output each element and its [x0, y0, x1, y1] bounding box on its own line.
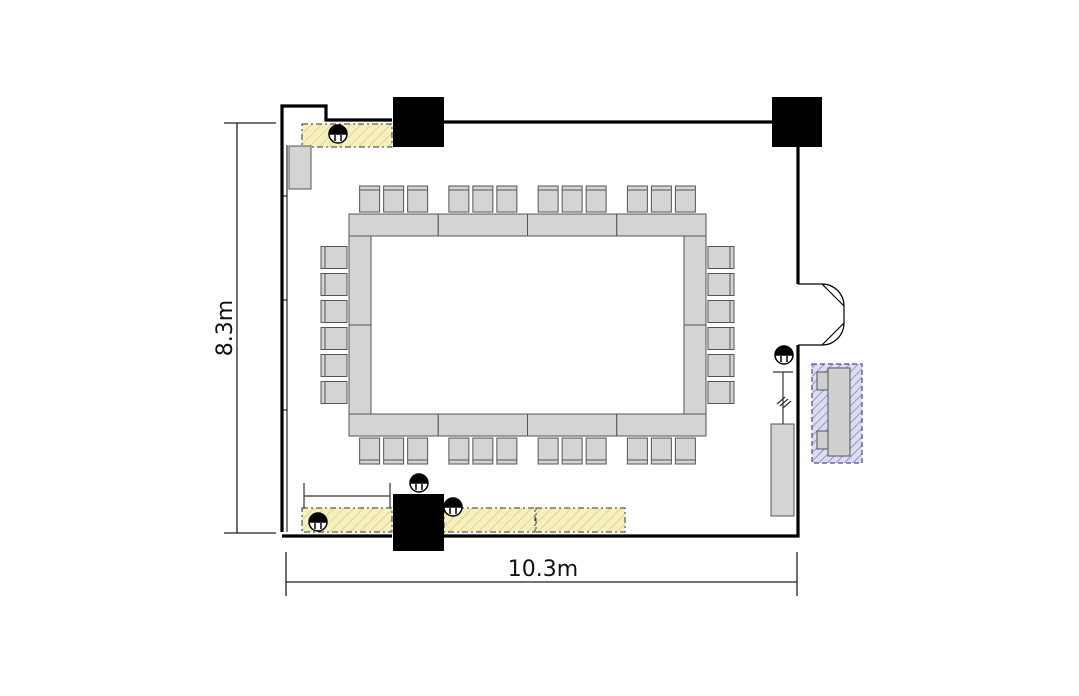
table-top — [527, 213, 618, 237]
power-outlet-icon — [308, 512, 328, 532]
chair — [707, 273, 735, 296]
table-bottom — [437, 413, 528, 437]
power-outlet-icon — [774, 345, 794, 365]
height-dimension-label: 8.3m — [213, 300, 238, 356]
chair — [626, 437, 648, 465]
chair — [359, 437, 381, 465]
window-left — [282, 145, 288, 532]
chair — [707, 354, 735, 377]
chair — [472, 185, 494, 213]
width-dimension-label: 10.3m — [508, 557, 578, 582]
table-left — [348, 324, 372, 415]
service-counter — [827, 367, 851, 457]
height-dimension — [224, 122, 276, 534]
power-outlet-icon — [443, 497, 463, 517]
seating-layout — [320, 185, 735, 465]
table-bottom — [348, 413, 439, 437]
chair — [448, 185, 470, 213]
table-top — [616, 213, 707, 237]
chair — [626, 185, 648, 213]
column-top-left — [393, 97, 444, 147]
utility-area-bottom-right — [535, 507, 626, 533]
chair — [320, 300, 348, 323]
chair — [674, 185, 696, 213]
chair — [320, 273, 348, 296]
chair — [359, 185, 381, 213]
service-chair-2 — [816, 430, 829, 450]
chair — [650, 185, 672, 213]
chair — [448, 437, 470, 465]
chair — [383, 185, 405, 213]
rack-bottom-left — [303, 483, 391, 508]
chair — [320, 354, 348, 377]
chair — [320, 381, 348, 404]
table-top — [348, 213, 439, 237]
door-icon — [798, 283, 845, 346]
width-dimension — [285, 552, 798, 596]
chair — [674, 437, 696, 465]
chair — [707, 246, 735, 269]
chair — [320, 246, 348, 269]
chair — [561, 437, 583, 465]
column-top-right — [772, 97, 822, 147]
chair — [585, 185, 607, 213]
cabinet-left — [288, 145, 312, 190]
power-outlet-icon — [409, 473, 429, 493]
chair — [320, 327, 348, 350]
chair — [707, 381, 735, 404]
table-top — [437, 213, 528, 237]
power-outlets — [308, 124, 794, 532]
chair — [472, 437, 494, 465]
chair — [537, 185, 559, 213]
table-bottom — [616, 413, 707, 437]
table-right — [683, 324, 707, 415]
table-bottom — [527, 413, 618, 437]
chair — [537, 437, 559, 465]
counter-right — [770, 423, 795, 517]
table-left — [348, 235, 372, 326]
chair — [707, 300, 735, 323]
chair — [585, 437, 607, 465]
power-outlet-icon — [328, 124, 348, 144]
chair — [496, 437, 518, 465]
chair — [407, 437, 429, 465]
walls — [280, 104, 800, 538]
chair — [407, 185, 429, 213]
column-bottom — [393, 494, 444, 551]
chair — [650, 437, 672, 465]
service-chair-1 — [816, 371, 829, 391]
chair — [707, 327, 735, 350]
coat-rack — [773, 371, 793, 424]
chair — [561, 185, 583, 213]
chair — [383, 437, 405, 465]
table-right — [683, 235, 707, 326]
chair — [496, 185, 518, 213]
